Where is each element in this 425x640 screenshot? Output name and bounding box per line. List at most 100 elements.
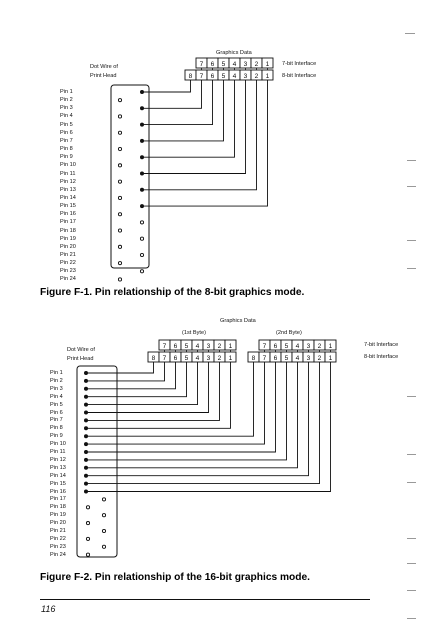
pin-label: Pin 21 [60, 252, 76, 258]
seven-bit-box-bit: 4 [196, 343, 200, 350]
scan-edge-mark [407, 186, 416, 187]
pin-label: Pin 20 [60, 243, 76, 250]
seven-bit-box-bit: 1 [266, 61, 270, 68]
eight-bit-interface-label: 8-bit Interface [364, 354, 399, 360]
data-wire [142, 80, 257, 191]
seven-bit-box-bit: 7 [263, 343, 267, 350]
pin-label: Pin 8 [60, 146, 73, 153]
active-dot [84, 386, 88, 391]
seven-bit-box-bit: 2 [318, 343, 322, 350]
eight-bit-box-bit: 3 [307, 355, 311, 362]
graphics-data-label: Graphics Data [220, 318, 256, 324]
inactive-dot [139, 236, 145, 241]
data-wire [142, 80, 191, 93]
scan-edge-mark [405, 33, 415, 34]
eight-bit-box-bit: 8 [189, 73, 193, 80]
pin-label: Pin 6 [50, 409, 63, 416]
pin-label: Pin 13 [60, 186, 76, 193]
pin-label: Pin 3 [50, 385, 63, 392]
eight-bit-box-bit: 2 [318, 355, 322, 362]
data-wire [142, 80, 268, 207]
dot-wire-label: Dot Wire of [67, 347, 95, 353]
scan-edge-mark [407, 482, 416, 483]
pin-label: Pin 16 [60, 211, 76, 218]
seven-bit-box-bit: 6 [211, 61, 215, 68]
pin-label: Pin 3 [60, 105, 73, 112]
data-wire [86, 362, 165, 382]
second-byte-label: (2nd Byte) [276, 330, 302, 336]
eight-bit-box-bit: 5 [222, 73, 226, 80]
inactive-dot [139, 269, 145, 274]
data-wire [86, 362, 309, 477]
pin-label: Pin 9 [60, 154, 73, 161]
figure-f2-caption: Figure F-2. Pin relationship of the 16-b… [40, 572, 310, 583]
eight-bit-box-bit: 1 [229, 355, 233, 362]
active-dot [84, 457, 88, 462]
pin-label: Pin 10 [60, 162, 76, 169]
data-wire [142, 80, 224, 142]
active-dot [140, 171, 144, 176]
active-dot [84, 473, 88, 478]
inactive-dot [117, 114, 123, 119]
inactive-dot [85, 505, 91, 510]
active-dot [84, 489, 88, 494]
data-wire [86, 362, 320, 485]
inactive-dot [101, 528, 107, 534]
inactive-dot [139, 220, 145, 225]
pin-label: Pin 15 [50, 480, 66, 487]
active-dot [140, 90, 144, 94]
inactive-dot [117, 179, 123, 184]
data-wire [86, 362, 209, 413]
pin-label: Pin 12 [60, 178, 76, 185]
figure-f1-caption: Figure F-1. Pin relationship of the 8-bi… [40, 287, 305, 298]
pin-label: Pin 7 [60, 137, 73, 144]
data-wire [142, 80, 213, 126]
pin-label: Pin 1 [60, 89, 73, 95]
eight-bit-box-bit: 8 [252, 355, 256, 362]
pin-label: Pin 15 [60, 203, 76, 210]
pin-label: Pin 18 [50, 504, 66, 511]
scan-edge-mark [407, 160, 416, 161]
data-wire [86, 362, 276, 453]
pin-label: Pin 11 [60, 170, 76, 177]
pin-label: Pin 1 [50, 370, 63, 376]
data-wire [86, 362, 187, 398]
seven-bit-box-bit: 7 [163, 343, 167, 350]
seven-bit-box-bit: 3 [307, 343, 311, 350]
pin-label: Pin 7 [50, 417, 63, 424]
eight-bit-box-bit: 6 [274, 355, 278, 362]
pin-label: Pin 10 [50, 441, 66, 448]
active-dot [140, 187, 144, 192]
pin-label: Pin 17 [50, 496, 66, 503]
seven-bit-box-bit: 4 [296, 343, 300, 350]
inactive-dot [85, 552, 91, 557]
eight-bit-box-bit: 7 [200, 73, 204, 80]
inactive-dot [101, 513, 107, 518]
seven-bit-box-bit: 5 [185, 343, 189, 350]
pin-label: Pin 22 [60, 260, 76, 267]
data-wire [86, 362, 287, 461]
inactive-dot [101, 497, 107, 502]
pin-label: Pin 11 [50, 449, 66, 455]
data-wire [86, 362, 265, 445]
pin-label: Pin 21 [50, 528, 66, 534]
pin-label: Pin 2 [50, 377, 63, 384]
active-dot [84, 450, 88, 454]
inactive-dot [117, 277, 123, 282]
data-wire [86, 362, 198, 406]
seven-bit-box-bit: 3 [244, 61, 248, 68]
scan-edge-mark [407, 268, 416, 269]
inactive-dot [139, 252, 145, 258]
seven-bit-box-bit: 6 [274, 343, 278, 350]
footer-rule [40, 599, 370, 600]
data-wire [142, 80, 202, 109]
print-head-label: Print Head [90, 73, 117, 79]
eight-bit-box-bit: 5 [285, 355, 289, 362]
seven-bit-box-bit: 1 [229, 343, 233, 350]
scan-edge-mark [407, 538, 416, 539]
eight-bit-box-bit: 4 [296, 355, 300, 362]
page-number: 116 [41, 604, 56, 614]
inactive-dot [117, 228, 123, 233]
